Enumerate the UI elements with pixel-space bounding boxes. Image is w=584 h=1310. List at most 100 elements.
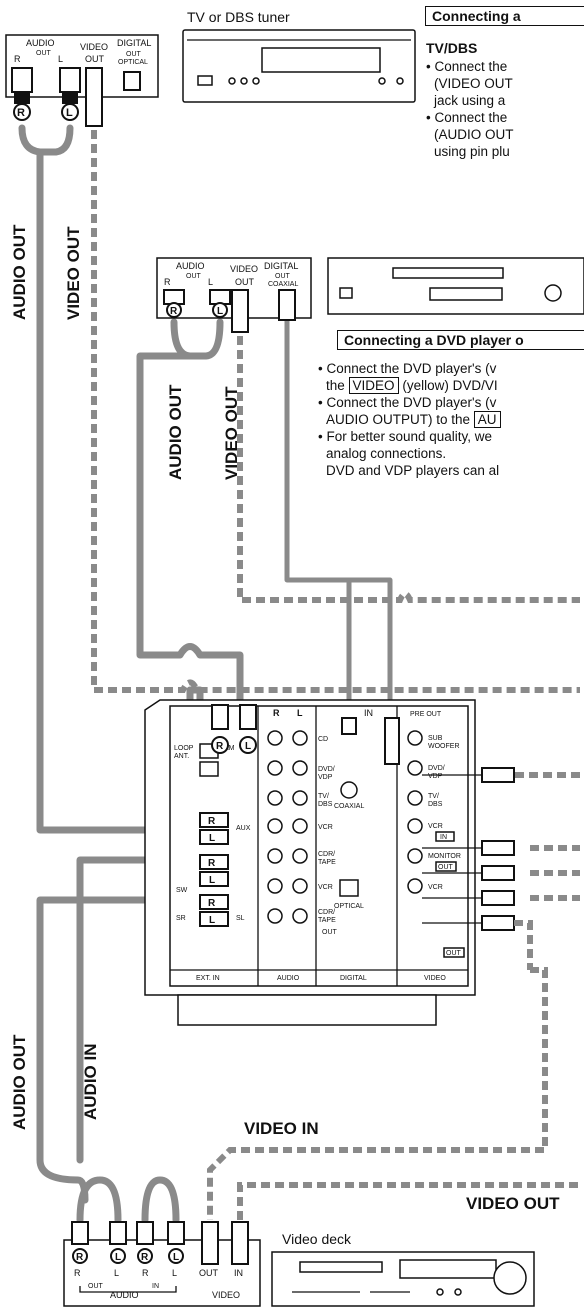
receiver-foot — [177, 994, 437, 1026]
tv-panel-l: L — [58, 54, 63, 64]
cable-vcr-video-out-connector — [514, 920, 533, 970]
receiver-vid-out-2: OUT — [446, 950, 462, 957]
receiver-sub-2: WOOFER — [428, 743, 460, 750]
cable-vcr-audio-loop-2 — [141, 1176, 180, 1224]
receiver-vid-vcr: VCR — [428, 823, 443, 830]
tv-line-1: • Connect the — [426, 59, 508, 74]
tv-power-button[interactable] — [197, 75, 213, 86]
receiver-coaxial-jack — [340, 781, 358, 799]
receiver-sr: SR — [176, 915, 186, 922]
label-tv-video-out: VIDEO OUT — [64, 226, 83, 320]
vcr-knob-2[interactable] — [454, 1288, 462, 1296]
receiver-vid-in-box — [435, 831, 455, 842]
svg-text:R: R — [17, 107, 25, 119]
cable-dvd-audio — [170, 318, 224, 360]
receiver-plug-vcr-l2: L — [199, 911, 229, 927]
dvd-line-7: DVD and VDP players can al — [326, 463, 500, 478]
svg-text:R: R — [141, 1252, 149, 1263]
tv-panel-out: OUT — [36, 50, 52, 57]
receiver-antenna-terminal-2[interactable] — [199, 761, 219, 777]
receiver-vid-out-box — [435, 861, 457, 872]
dvd-jog-knob[interactable] — [544, 284, 562, 302]
receiver-vid-dvd-2: VDP — [428, 773, 443, 780]
vcr-jog-dial[interactable] — [493, 1261, 527, 1295]
tv-video-plug — [85, 67, 103, 127]
vcr-cassette-slot — [299, 1261, 383, 1273]
receiver-optical-jack — [339, 879, 359, 897]
receiver-am: AM — [224, 745, 235, 752]
dvd-line-2a: the — [326, 378, 345, 393]
dvd-video-plug — [231, 289, 249, 333]
label-vcr-audio-in: AUDIO IN — [81, 1044, 100, 1121]
receiver-plug-optical — [341, 717, 357, 735]
receiver-sw: SW — [176, 887, 188, 894]
svg-text:L: L — [66, 107, 73, 119]
receiver-vid-vcr-2: VCR — [428, 884, 443, 891]
receiver-coaxial-label: COAXIAL — [334, 803, 364, 810]
tv-panel-video: VIDEO — [80, 42, 108, 52]
tv-dbs-text: • Connect the (VIDEO OUT jack using a • … — [426, 58, 584, 160]
dvd-device-body — [327, 257, 584, 315]
tv-panel-video-out: OUT — [85, 54, 105, 64]
tv-title: TV or DBS tuner — [187, 9, 290, 25]
vcr-panel-out-small: OUT — [88, 1283, 104, 1290]
receiver-vid-monitor: MONITOR — [428, 853, 461, 860]
dvd-panel-video-out: OUT — [235, 277, 255, 287]
receiver-jack-cdr-out-2: TAPE — [318, 917, 336, 924]
receiver-plug-tv-l: L — [199, 829, 229, 845]
tv-knob-2[interactable] — [240, 77, 248, 85]
cable-vcr-audio-loop-1 — [76, 1176, 122, 1224]
tv-audio-plug-l: L — [59, 67, 81, 121]
vcr-knob-1[interactable] — [436, 1288, 444, 1296]
svg-text:L: L — [115, 1252, 121, 1263]
vcr-plug-video-out — [201, 1221, 219, 1265]
dvd-panel-r: R — [164, 277, 171, 287]
tv-knob-1[interactable] — [228, 77, 236, 85]
dvd-tray — [392, 267, 504, 279]
svg-text:R: R — [208, 898, 216, 909]
dvd-line-2: the VIDEO (yellow) DVD/VI — [318, 377, 584, 394]
receiver-plug-dvd-r: R — [211, 704, 229, 754]
receiver-vplug-tv — [481, 840, 515, 856]
dvd-panel-audio: AUDIO — [176, 261, 205, 271]
vcr-rear-panel — [63, 1239, 261, 1307]
receiver-jack-cdr-2: TAPE — [318, 859, 336, 866]
vcr-plug-audio-out-l: L — [109, 1221, 127, 1264]
receiver-plug-vcr-r2: R — [199, 894, 229, 910]
receiver-vid-tv: TV/ — [428, 793, 439, 800]
svg-text:R: R — [208, 816, 216, 827]
receiver-sub: SUB — [428, 735, 443, 742]
receiver-video-jacks — [407, 730, 423, 894]
svg-text:L: L — [209, 915, 215, 926]
dvd-power-button[interactable] — [339, 287, 353, 299]
tv-panel-r: R — [14, 54, 21, 64]
dvd-panel-l: L — [208, 277, 213, 287]
dvd-text: • Connect the DVD player's (v the VIDEO … — [318, 360, 584, 479]
receiver-jack-tv-2: DBS — [318, 801, 333, 808]
vcr-panel-in: IN — [234, 1268, 243, 1278]
receiver-vplug-vcr-out — [481, 915, 515, 931]
receiver-jack-vcr: VCR — [318, 824, 333, 831]
receiver-vplug-vcr — [481, 865, 515, 881]
receiver-plug-vcr-l: L — [199, 871, 229, 887]
receiver-plug-tv-r: R — [199, 812, 229, 828]
tv-knob-5[interactable] — [396, 77, 404, 85]
dvd-audio-plug-r: R — [163, 289, 185, 318]
vcr-plug-audio-in-r: R — [136, 1221, 154, 1264]
dvd-line-5: • For better sound quality, we — [318, 429, 493, 444]
tv-knob-3[interactable] — [252, 77, 260, 85]
tv-knob-4[interactable] — [378, 77, 386, 85]
tv-line-2: (VIDEO OUT — [434, 76, 513, 91]
vcr-panel-audio: AUDIO — [110, 1290, 139, 1300]
vcr-panel-r2: R — [142, 1268, 149, 1278]
label-video-out: VIDEO OUT — [466, 1194, 560, 1213]
tv-optical-plug — [123, 71, 141, 91]
receiver-vid-out: OUT — [438, 864, 454, 871]
receiver-plug-vcr-r: R — [199, 854, 229, 870]
dvd-panel-digital-out: OUT — [275, 273, 291, 280]
label-dvd-video-out: VIDEO OUT — [222, 386, 241, 480]
receiver-loop-ant-2: ANT. — [174, 753, 189, 760]
tv-line-4: • Connect the — [426, 110, 508, 125]
receiver-jack-cdr-out: CDR/ — [318, 909, 335, 916]
vcr-plug-audio-in-l: L — [167, 1221, 185, 1264]
